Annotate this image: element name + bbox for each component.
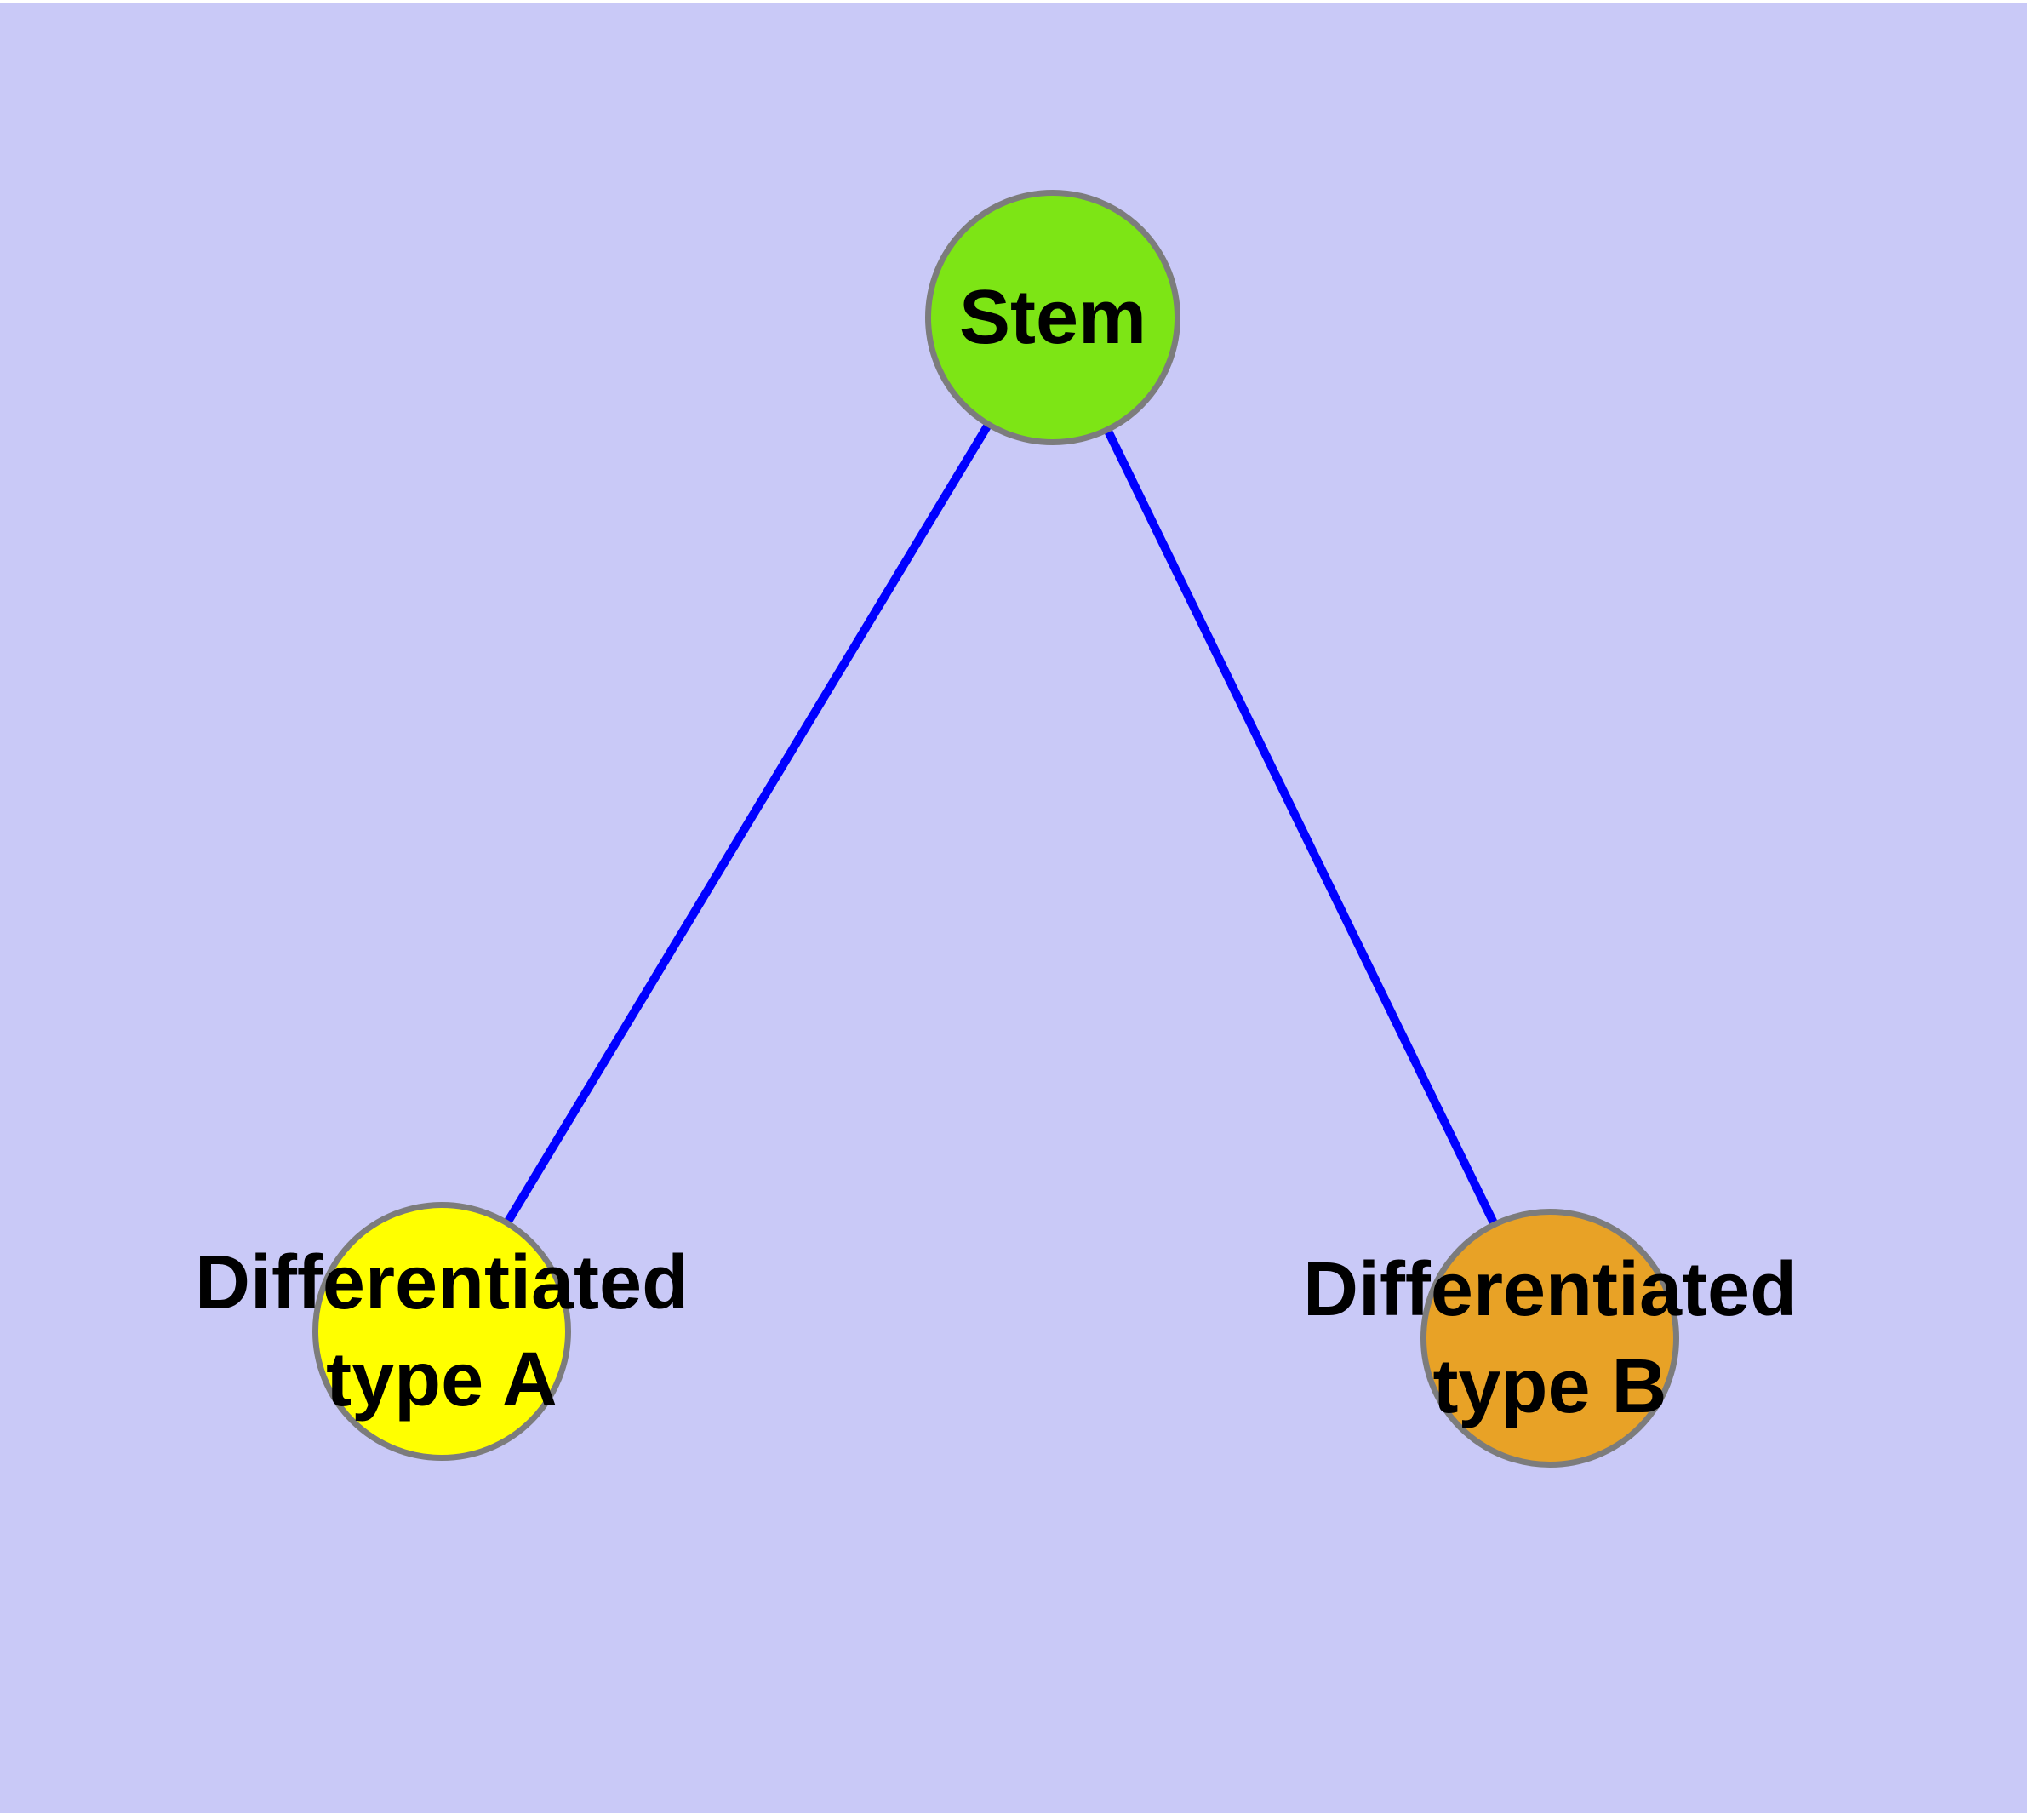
node-differentiated-type-b-label: Differentiated type B	[1302, 1247, 1798, 1429]
node-stem-label: Stem	[958, 275, 1147, 360]
edge-stem-type-a	[437, 315, 1057, 1334]
edge-stem-type-b	[1049, 315, 1554, 1341]
node-differentiated-type-a-label: Differentiated type A	[194, 1240, 689, 1422]
node-differentiated-type-b: Differentiated type B	[1303, 1209, 1797, 1468]
node-differentiated-type-a: Differentiated type A	[195, 1202, 689, 1461]
node-stem: Stem	[925, 190, 1180, 445]
